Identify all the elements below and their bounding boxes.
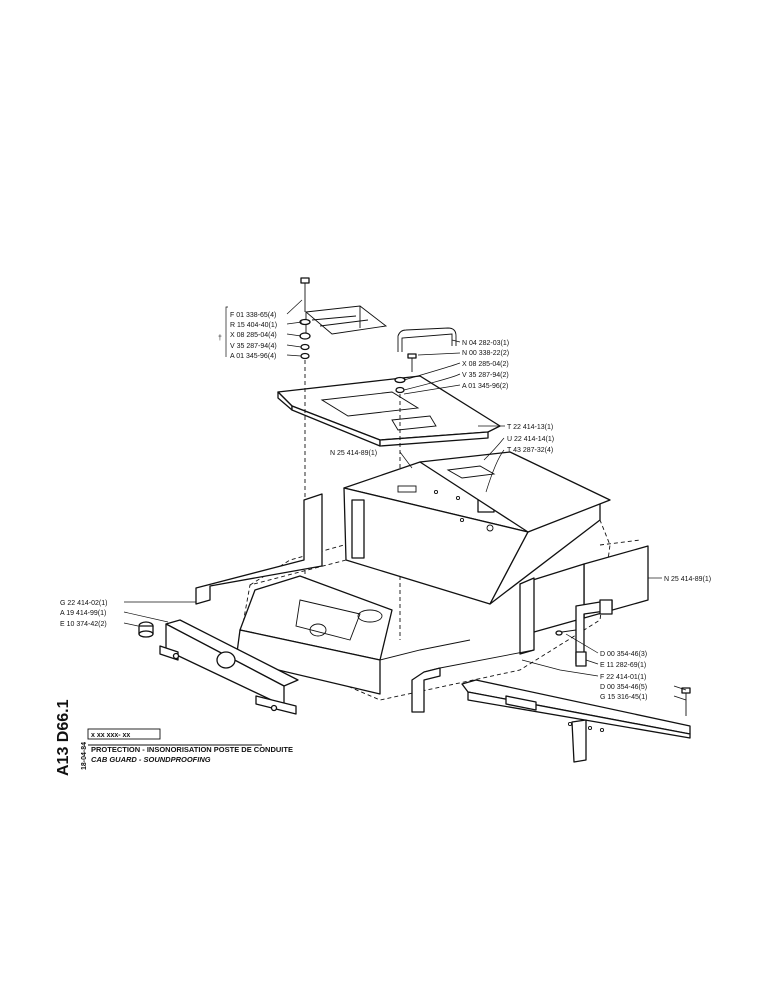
callout-F2: F 22 414-01(1) bbox=[600, 674, 646, 681]
callout-N1: N 04 282-03(1) bbox=[462, 340, 509, 347]
callout-T1: T 22 414-13(1) bbox=[507, 424, 553, 431]
top-cover-plate bbox=[277, 375, 501, 447]
callout-D1: D 00 354-46(3) bbox=[600, 651, 647, 658]
callout-V2: V 35 287-94(2) bbox=[462, 372, 509, 379]
u-bracket-left bbox=[304, 305, 388, 335]
side-bracket bbox=[555, 599, 613, 667]
callout-E1: E 10 374-42(2) bbox=[60, 621, 107, 628]
callout-T2: T 43 287-32(4) bbox=[507, 447, 553, 454]
callout-F: F 01 338-65(4) bbox=[230, 312, 276, 319]
callout-A3: A 19 414-99(1) bbox=[60, 610, 106, 617]
callout-V1: V 35 287-94(4) bbox=[230, 343, 277, 350]
callout-G1: G 22 414-02(1) bbox=[60, 600, 107, 607]
callout-N4: N 25 414-89(1) bbox=[664, 576, 711, 583]
callout-D2: D 00 354-46(5) bbox=[600, 684, 647, 691]
callout-X1: X 08 285-04(4) bbox=[230, 332, 277, 339]
callout-X2: X 08 285-04(2) bbox=[462, 361, 509, 368]
leader-lines bbox=[123, 299, 687, 701]
reference-pattern: x xx xxx- xx bbox=[91, 732, 130, 739]
sheet-code: A13 D66.1 bbox=[55, 699, 72, 776]
title-french: PROTECTION - INSONORISATION POSTE DE CON… bbox=[91, 745, 293, 754]
callout-dagger: † bbox=[218, 335, 222, 342]
callout-N2: N 00 338-22(2) bbox=[462, 350, 509, 357]
shelf-panel bbox=[419, 451, 611, 533]
title-english: CAB GUARD - SOUNDPROOFING bbox=[91, 755, 211, 764]
callout-labels: † F 01 338-65(4) R 15 404-40(1) X 08 285… bbox=[60, 312, 711, 701]
u-bracket-right bbox=[397, 327, 457, 352]
callout-A1: A 01 345-96(4) bbox=[230, 353, 276, 360]
title-block: A13 D66.1 18-04-84 x xx xxx- xx PROTECTI… bbox=[55, 699, 293, 776]
left-side-panel bbox=[195, 493, 323, 605]
rubber-knob bbox=[138, 621, 154, 638]
bolt-stack-left bbox=[299, 277, 311, 630]
callout-A2: A 01 345-96(2) bbox=[462, 383, 508, 390]
callout-E2: E 11 282-69(1) bbox=[600, 662, 646, 669]
foot-rest-bar bbox=[461, 679, 691, 763]
drawing-date: 18-04-84 bbox=[81, 742, 88, 770]
callout-U: U 22 414-14(1) bbox=[507, 436, 554, 443]
callout-R: R 15 404-40(1) bbox=[230, 322, 277, 329]
base-frame bbox=[235, 575, 471, 695]
callout-N3: N 25 414-89(1) bbox=[330, 450, 377, 457]
front-lower-plate bbox=[159, 619, 299, 715]
callout-G2: G 15 316-45(1) bbox=[600, 694, 647, 701]
